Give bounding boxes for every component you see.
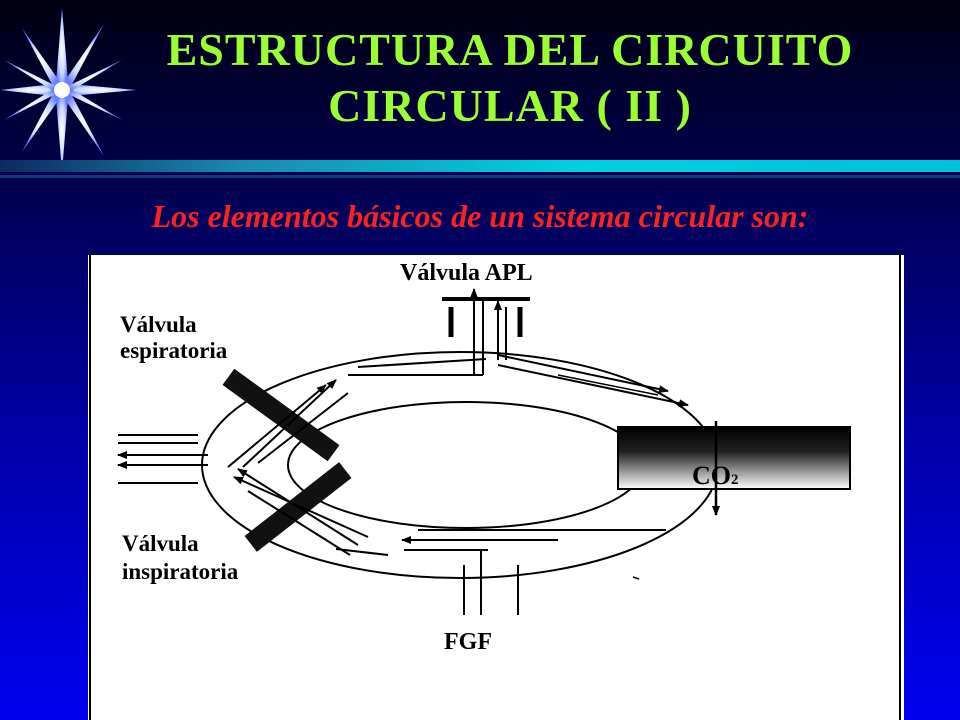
label-inspiratory-1: Válvula [122,531,199,556]
label-expiratory-2: espiratoria [120,338,228,363]
slide-subtitle: Los elementos básicos de un sistema circ… [151,198,809,234]
title-line-1: ESTRUCTURA DEL CIRCUITO [166,24,854,75]
expiratory-valve [222,368,340,462]
label-expiratory-1: Válvula [120,312,197,337]
circle-system-diagram: Válvula APL Válvula espiratoria Válvula … [88,255,904,720]
fgf-inlet [463,551,519,615]
label-inspiratory-2: inspiratoria [122,559,239,584]
label-co2: CO2 [692,461,739,490]
label-apl-valve: Válvula APL [400,260,533,286]
star-decoration-icon [0,8,137,172]
co2-absorber [617,421,851,516]
label-fgf: FGF [444,629,492,655]
title-underline [0,160,960,178]
inner-ring [287,401,645,529]
slide-title: ESTRUCTURA DEL CIRCUITO CIRCULAR ( II ) [90,22,930,134]
title-line-2: CIRCULAR ( II ) [328,80,692,131]
